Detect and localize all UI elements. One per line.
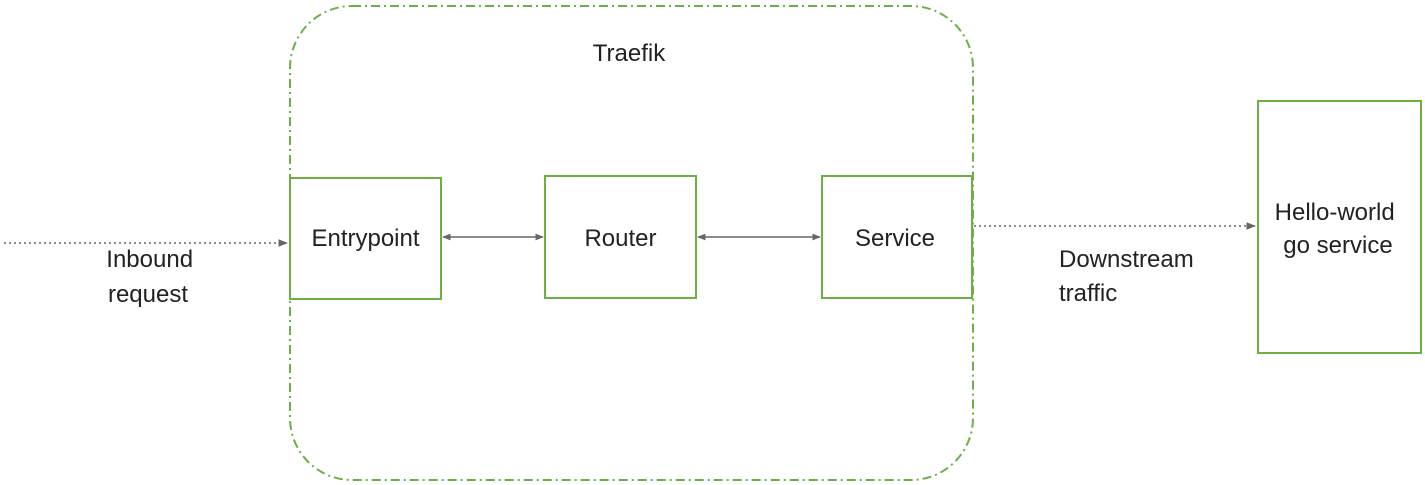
- hello-world-service-label: Hello-world go service: [1275, 199, 1402, 259]
- inbound-request-label-line-2: request: [108, 281, 188, 308]
- inbound-request-label-line-1: Inbound: [106, 246, 193, 273]
- entrypoint-node-label: Entrypoint: [311, 225, 419, 252]
- entrypoint-node: [289, 177, 442, 300]
- downstream-traffic-label-line-2: traffic: [1059, 280, 1117, 307]
- traefik-container-title: Traefik: [593, 40, 666, 67]
- router-node-label: Router: [584, 225, 656, 252]
- service-node: [821, 175, 973, 299]
- router-node: [544, 175, 697, 299]
- downstream-traffic-label-line-1: Downstream: [1059, 246, 1194, 273]
- downstream-traffic-label: Downstream traffic: [1059, 246, 1200, 307]
- hello-world-service-label-line-2: go service: [1283, 232, 1392, 259]
- hello-world-service-node: [1257, 100, 1422, 354]
- inbound-request-label: Inbound request: [106, 246, 199, 308]
- hello-world-service-label-line-1: Hello-world: [1275, 199, 1395, 226]
- service-node-label: Service: [855, 225, 935, 252]
